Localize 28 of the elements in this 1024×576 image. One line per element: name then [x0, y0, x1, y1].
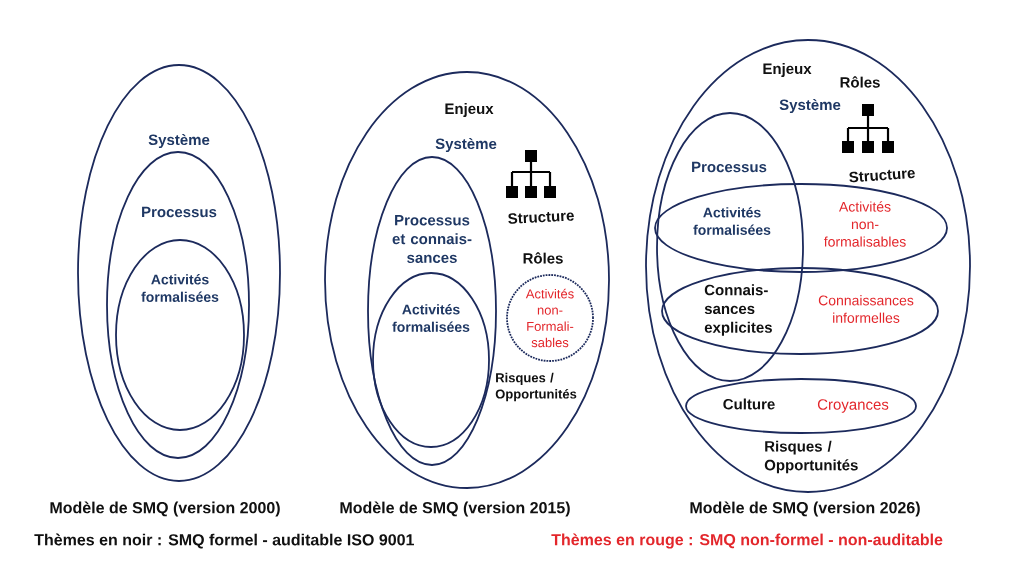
note: Thèmes en noir : SMQ formel - auditable ISO 9001 — [34, 533, 414, 549]
model-label: Modèle de SMQ (version 2015) — [340, 501, 570, 517]
model-label: Modèle de SMQ (version 2026) — [690, 501, 920, 517]
theme-label: Rôles — [840, 76, 880, 88]
theme-label: Enjeux — [445, 103, 494, 117]
theme-label: Connais- sances explicites — [704, 284, 772, 336]
theme-label: Enjeux — [763, 63, 812, 77]
theme-label: Croyances — [817, 399, 889, 413]
theme-label: Système — [779, 98, 841, 114]
theme-label: Système — [435, 137, 497, 153]
model-label: Modèle de SMQ (version 2000) — [50, 501, 280, 517]
note: Thèmes en rouge : SMQ non-formel - non-auditable — [551, 533, 943, 549]
theme-label: Activités non- Formali- sables — [525, 288, 574, 348]
theme-label: Activités formalisées — [141, 274, 219, 302]
theme-label: Système — [148, 133, 210, 149]
theme-label: Risques / Opportunités — [764, 440, 858, 474]
theme-label: Culture — [723, 398, 775, 410]
theme-label: Activités formalisées — [392, 304, 470, 332]
theme-label: Rôles — [523, 252, 563, 264]
theme-label: Structure — [508, 211, 574, 224]
theme-label: Processus et connais- sances — [392, 215, 472, 263]
theme-label: Processus — [142, 206, 217, 218]
theme-label: Processus — [692, 161, 767, 173]
theme-label: Risques / Opportunités — [495, 372, 577, 402]
theme-label: Activités formalisées — [693, 207, 771, 235]
theme-label: Activités non- formalisables — [824, 201, 906, 247]
theme-label: Structure — [849, 169, 915, 183]
theme-label: Connaissances informelles — [818, 295, 914, 323]
